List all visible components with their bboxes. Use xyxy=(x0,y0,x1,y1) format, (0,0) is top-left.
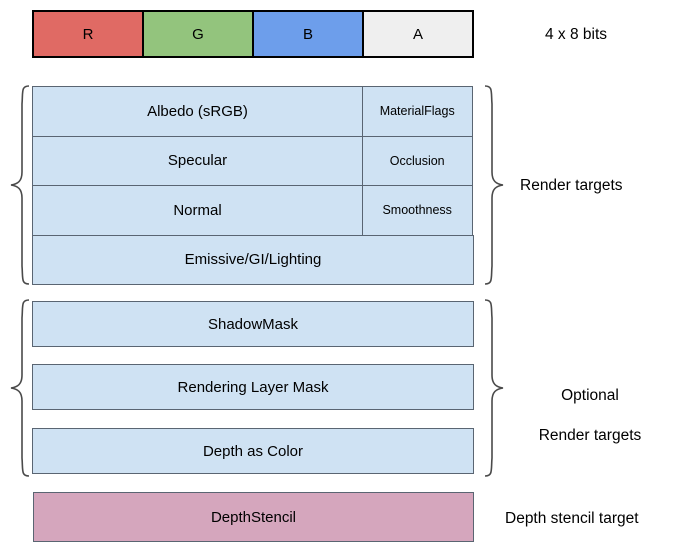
render-target-row: Emissive/GI/Lighting xyxy=(32,234,474,286)
render-target-row: Albedo (sRGB) MaterialFlags xyxy=(32,86,474,137)
channel-label-a: A xyxy=(412,25,423,43)
render-target-cell-occlusion: Occlusion xyxy=(361,135,473,187)
optional-box-label: Rendering Layer Mask xyxy=(177,378,329,396)
depth-stencil-caption: Depth stencil target xyxy=(505,510,639,527)
depth-stencil-label: DepthStencil xyxy=(210,508,297,526)
left-brace-optional-render-targets xyxy=(10,299,30,477)
channel-cell-g: G xyxy=(144,12,254,56)
optional-caption-line-1: Optional xyxy=(561,387,619,404)
optional-box-depth-as-color: Depth as Color xyxy=(32,428,474,474)
channel-label-r: R xyxy=(82,25,94,43)
channel-cell-a: A xyxy=(364,12,472,56)
render-target-aux-label: Smoothness xyxy=(382,203,452,218)
left-brace-render-targets xyxy=(10,85,30,285)
optional-caption-line-2: Render targets xyxy=(538,427,642,444)
render-target-label: Normal xyxy=(173,201,222,219)
render-target-cell-materialflags: MaterialFlags xyxy=(361,86,473,137)
render-target-cell-specular: Specular xyxy=(32,135,363,187)
right-brace-optional-render-targets xyxy=(484,299,504,477)
channel-cell-r: R xyxy=(34,12,144,56)
channel-label-b: B xyxy=(302,25,313,43)
render-targets-grid: Albedo (sRGB) MaterialFlags Specular Occ… xyxy=(32,86,474,286)
render-target-aux-label: Occlusion xyxy=(389,153,445,168)
render-target-label: Specular xyxy=(167,152,228,170)
channel-bar-caption: 4 x 8 bits xyxy=(545,26,608,43)
render-target-row: Normal Smoothness xyxy=(32,185,474,236)
optional-box-label: Depth as Color xyxy=(202,442,304,460)
optional-render-targets-caption: Optional Render targets xyxy=(516,366,664,466)
render-target-aux-label: MaterialFlags xyxy=(379,104,455,119)
render-targets-caption: Render targets xyxy=(520,177,623,194)
optional-box-label: ShadowMask xyxy=(207,315,299,333)
render-target-label: Emissive/GI/Lighting xyxy=(184,251,322,269)
render-target-cell-albedo: Albedo (sRGB) xyxy=(32,86,363,137)
rgba-channel-bar: R G B A xyxy=(32,10,474,58)
render-target-cell-smoothness: Smoothness xyxy=(361,185,473,236)
optional-box-rendering-layer-mask: Rendering Layer Mask xyxy=(32,364,474,410)
render-target-label: Albedo (sRGB) xyxy=(147,102,248,120)
render-target-cell-emissive: Emissive/GI/Lighting xyxy=(32,234,474,286)
render-target-row: Specular Occlusion xyxy=(32,135,474,187)
channel-cell-b: B xyxy=(254,12,364,56)
optional-box-shadowmask: ShadowMask xyxy=(32,301,474,347)
channel-label-g: G xyxy=(192,25,204,43)
right-brace-render-targets xyxy=(484,85,504,285)
depth-stencil-box: DepthStencil xyxy=(33,492,474,542)
render-target-cell-normal: Normal xyxy=(32,185,363,236)
